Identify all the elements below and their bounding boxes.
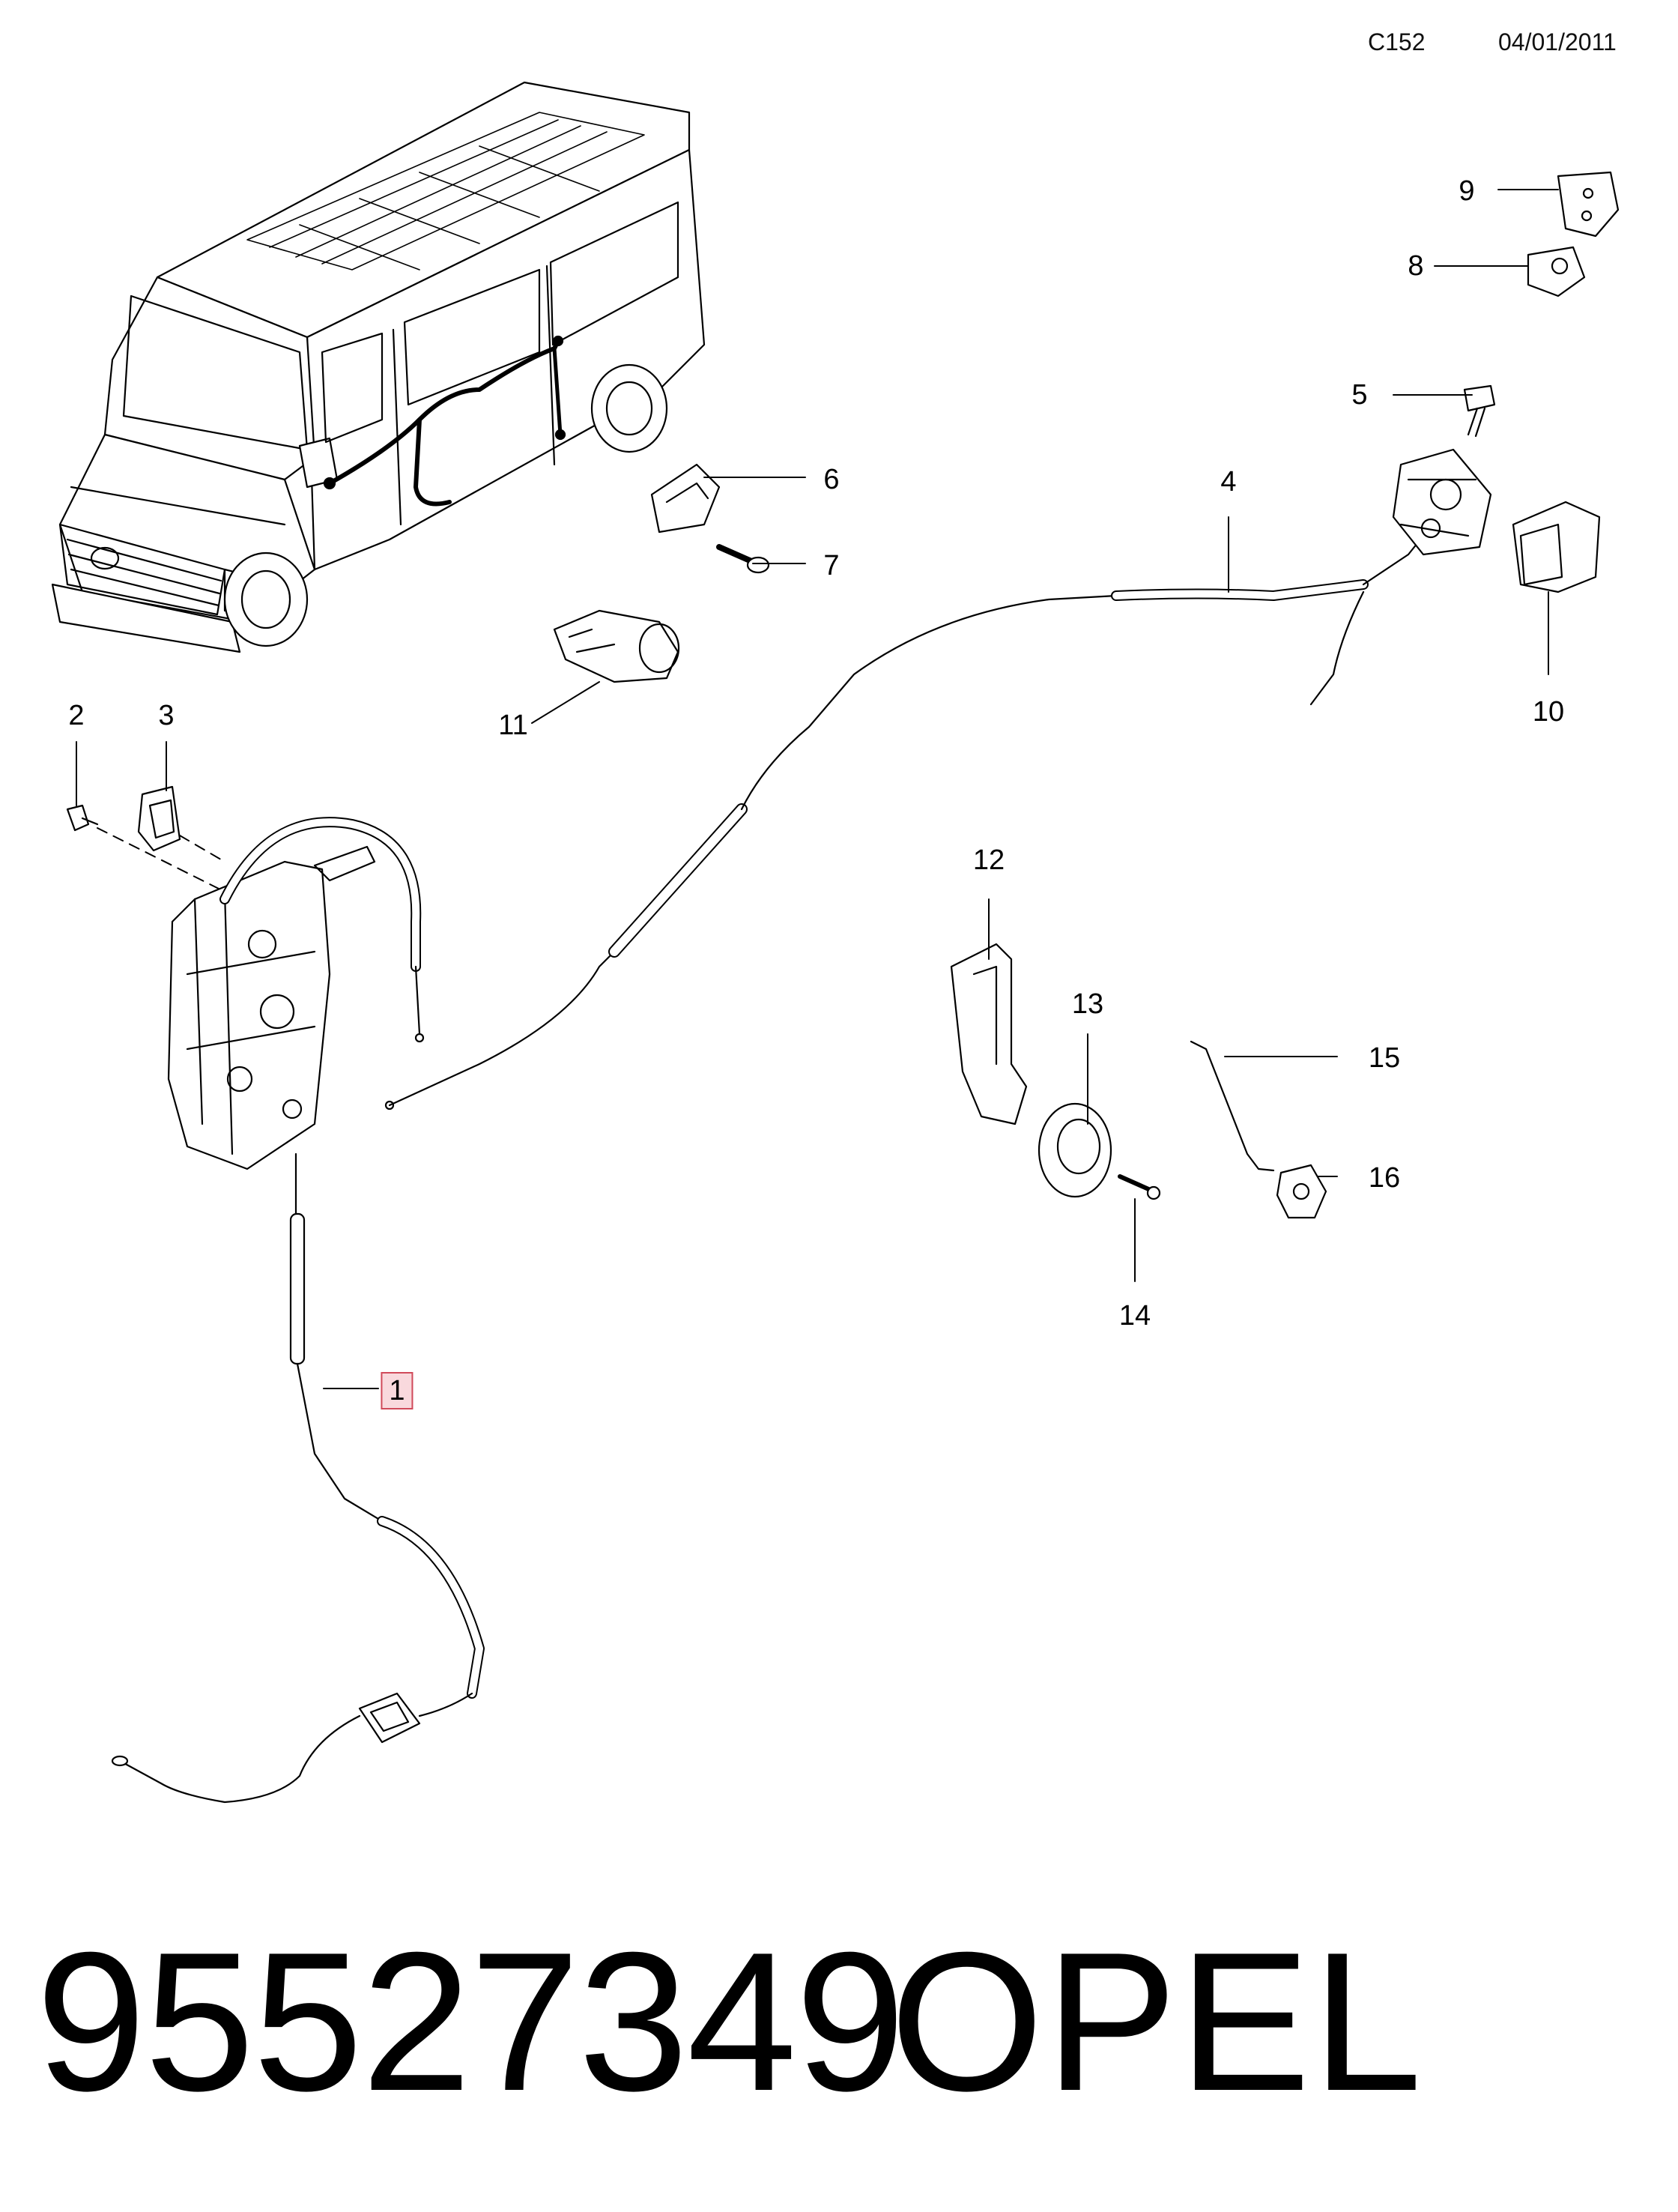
diagram-code: C152 <box>1368 28 1426 55</box>
callout-7: 7 <box>823 550 840 581</box>
callout-12: 12 <box>972 844 1005 876</box>
part-14-screw <box>1118 1174 1161 1200</box>
part-15-rod <box>1190 1040 1275 1172</box>
assembly-line-3 <box>179 835 225 862</box>
diagram-date: 04/01/2011 <box>1498 28 1617 55</box>
callout-6: 6 <box>823 464 840 495</box>
part-12-handle <box>950 943 1028 1125</box>
part-2-bolt <box>66 804 99 832</box>
part-7-screw <box>716 544 770 574</box>
part-number: 95527349 <box>36 1911 906 2132</box>
part-1-door-lock-cable <box>111 817 485 1804</box>
callout-4: 4 <box>1220 466 1237 498</box>
callout-3: 3 <box>158 700 175 731</box>
rear-lock <box>1392 448 1492 556</box>
callout-2: 2 <box>68 700 85 731</box>
callout-16: 16 <box>1368 1162 1401 1194</box>
part-5-screw <box>1463 384 1496 438</box>
assembly-line-2 <box>97 827 225 892</box>
part-3-bracket <box>137 785 181 852</box>
callout-1: 1 <box>381 1372 414 1409</box>
part-11-cylinder <box>553 609 680 683</box>
leader-lines <box>76 189 1559 1389</box>
callout-15: 15 <box>1368 1042 1401 1074</box>
callout-11: 11 <box>498 710 528 741</box>
callout-8: 8 <box>1408 250 1424 282</box>
callout-5: 5 <box>1351 379 1368 411</box>
part-4-cable <box>384 516 1440 1110</box>
parts-diagram <box>51 81 1620 1804</box>
leader-11 <box>531 681 600 724</box>
callout-14: 14 <box>1118 1300 1151 1332</box>
part-8-clip <box>1527 246 1586 297</box>
brand-name: OPEL <box>890 1911 1424 2132</box>
van-illustration <box>51 81 706 653</box>
part-13-escutcheon <box>1038 1102 1112 1198</box>
part-10-cover <box>1512 501 1601 593</box>
part-9-plate <box>1557 171 1620 238</box>
callout-13: 13 <box>1071 988 1104 1020</box>
callout-9: 9 <box>1459 175 1475 207</box>
callout-10: 10 <box>1532 696 1565 728</box>
part-6-bracket <box>650 463 721 534</box>
part-16-clip <box>1276 1164 1327 1219</box>
